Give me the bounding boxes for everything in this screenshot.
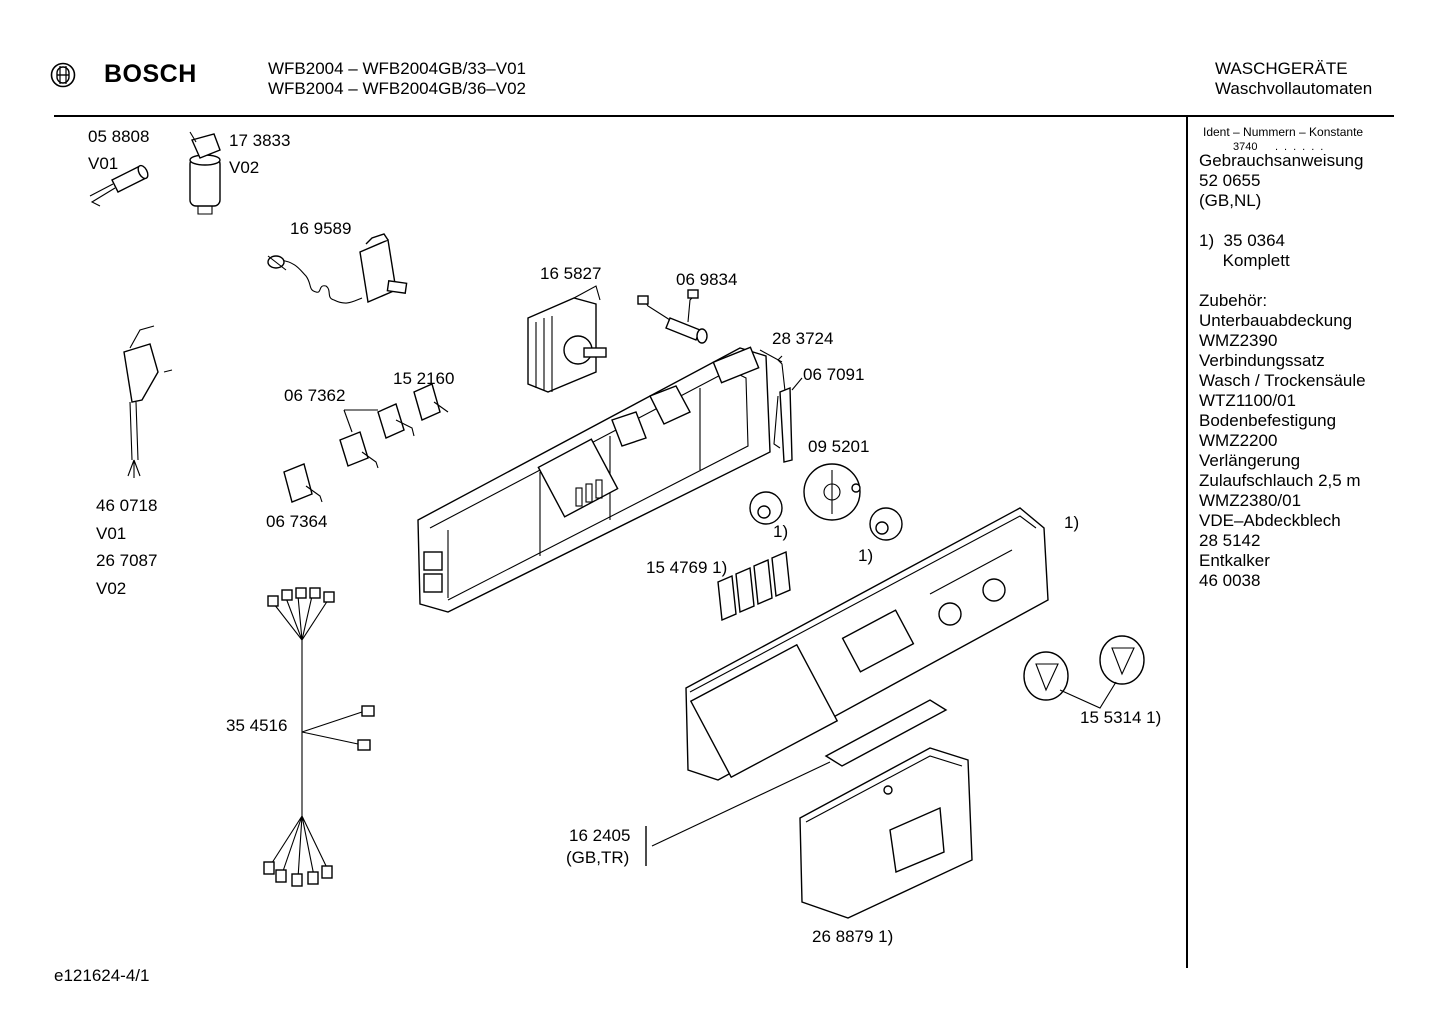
label-354516: 35 4516 [226, 716, 288, 735]
ident-line: 28 5142 [1199, 531, 1261, 550]
ident-line: Wasch / Trockensäule [1199, 371, 1366, 390]
label-note-1a: 1) [1064, 513, 1080, 532]
label-155314: 15 5314 1) [1080, 708, 1162, 727]
part-155314-knob-2 [1099, 635, 1145, 685]
part-067091-clip [773, 377, 803, 463]
label-v01-a: V01 [88, 154, 119, 173]
ident-line: WMZ2380/01 [1199, 491, 1302, 510]
part-067362-switch-2 [339, 409, 379, 469]
part-knob-adaptor-1 [749, 491, 783, 525]
part-152160-switch [413, 383, 449, 421]
part-095201-knob-base [803, 463, 861, 521]
ident-line: Komplett [1199, 251, 1290, 270]
ident-line [1199, 211, 1366, 231]
label-152160: 15 2160 [393, 369, 455, 388]
part-169589-thermostat [267, 233, 408, 304]
label-165827: 16 5827 [540, 264, 602, 283]
part-069834-lamp [637, 289, 708, 344]
ident-line: Verlängerung [1199, 451, 1301, 470]
label-v02-a: V02 [229, 158, 260, 177]
part-control-panel [685, 507, 1049, 781]
label-162405: 16 2405 [569, 826, 631, 845]
label-283724: 28 3724 [772, 329, 834, 348]
ident-line: Bodenbefestigung [1199, 411, 1337, 430]
label-095201: 09 5201 [808, 437, 870, 456]
part-162405-film [824, 699, 948, 767]
label-154769: 15 4769 1) [646, 558, 728, 577]
ident-dots: ...... [1275, 141, 1330, 153]
part-knob-adaptor-2 [869, 507, 903, 541]
label-v01-b: V01 [96, 524, 127, 543]
part-460718-mains-cable [123, 325, 173, 478]
label-note-1c: 1) [858, 546, 874, 565]
label-173833: 17 3833 [229, 131, 291, 150]
ident-line: Entkalker [1199, 551, 1270, 570]
category-title: WASCHGERÄTE [1215, 59, 1348, 78]
label-067362: 06 7362 [284, 386, 346, 405]
ident-line: WTZ1100/01 [1199, 391, 1297, 410]
ident-line: Gebrauchsanweisung [1199, 151, 1364, 170]
part-155314-knob-1 [1023, 651, 1069, 701]
model-line-2: WFB2004 – WFB2004GB/36–V02 [268, 79, 526, 98]
bosch-logo-icon [50, 62, 76, 88]
part-354516-wiring-harness [263, 587, 375, 887]
part-067364-switch [283, 463, 323, 503]
ident-line: 52 0655 [1199, 171, 1261, 190]
ident-line: Zulaufschlauch 2,5 m [1199, 471, 1361, 490]
ident-line: WMZ2390 [1199, 331, 1278, 350]
label-268879: 26 8879 1) [812, 927, 894, 946]
ident-line: Zubehör: [1199, 291, 1268, 310]
part-067362-switch [377, 403, 415, 439]
ident-line: 46 0038 [1199, 571, 1261, 590]
ident-line [1199, 271, 1366, 291]
brand-name: BOSCH [104, 60, 197, 88]
label-gb-tr: (GB,TR) [566, 848, 630, 867]
ident-constant: 3740 [1233, 141, 1258, 153]
label-267087: 26 7087 [96, 551, 158, 570]
label-067091: 06 7091 [803, 365, 865, 384]
ident-line: (GB,NL) [1199, 191, 1262, 210]
diagram-id: e121624-4/1 [54, 966, 150, 985]
ident-line: 1) 35 0364 [1199, 231, 1286, 250]
label-067364: 06 7364 [266, 512, 328, 531]
ident-title: Ident – Nummern – Konstante [1203, 125, 1364, 139]
part-058808-capacitor [89, 164, 149, 207]
label-169589: 16 9589 [290, 219, 352, 238]
ident-line: VDE–Abdeckblech [1199, 511, 1341, 530]
label-069834: 06 9834 [676, 270, 738, 289]
category-subtitle: Waschvollautomaten [1215, 79, 1373, 98]
part-154769-buttons [717, 550, 791, 622]
label-460718: 46 0718 [96, 496, 158, 515]
part-control-frame [417, 346, 771, 613]
ident-line: WMZ2200 [1199, 431, 1278, 450]
ident-line: Unterbauabdeckung [1199, 311, 1353, 330]
label-v02-b: V02 [96, 579, 127, 598]
model-line-1: WFB2004 – WFB2004GB/33–V01 [268, 59, 526, 78]
part-173833-filter [189, 131, 221, 215]
label-note-1b: 1) [773, 522, 789, 541]
label-058808: 05 8808 [88, 127, 150, 146]
part-268879-drawer [799, 747, 973, 919]
part-165827-programmer [527, 285, 607, 393]
ident-line: Verbindungssatz [1199, 351, 1325, 370]
